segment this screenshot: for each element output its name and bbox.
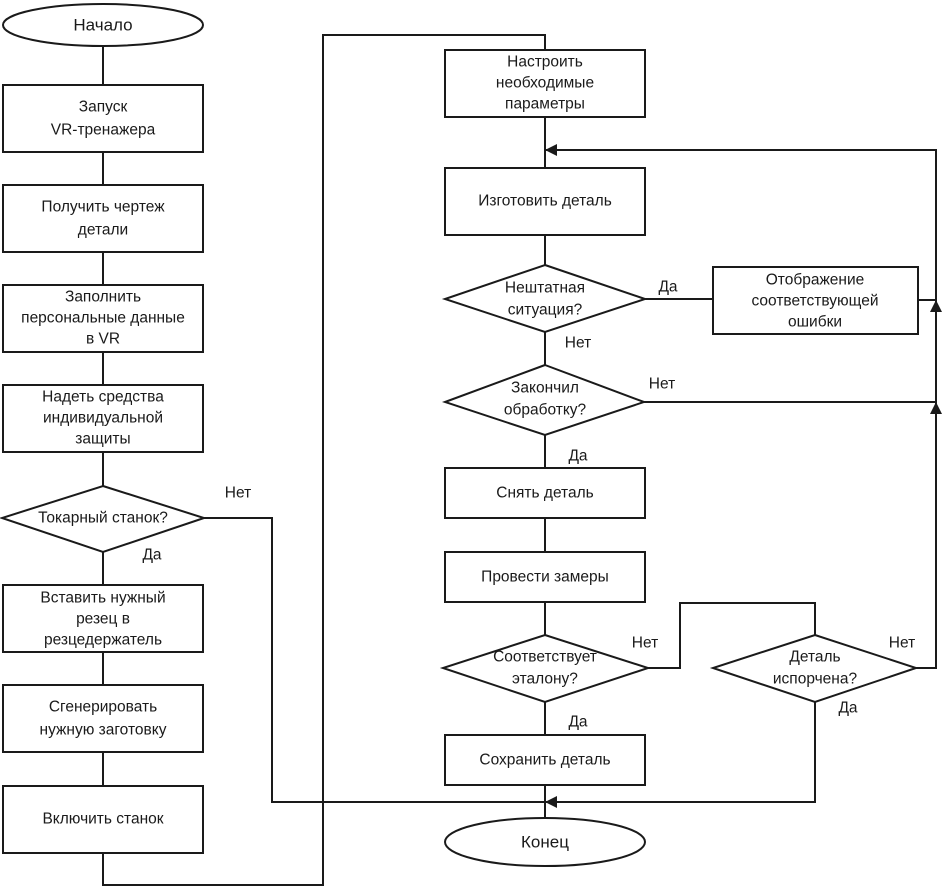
arrow-into-loop-from-error bbox=[930, 300, 942, 312]
cutter-box bbox=[2, 584, 204, 653]
cutter-label-line-3: резцедержатель bbox=[44, 632, 162, 649]
personal-label-line-3: в VR bbox=[86, 331, 120, 348]
error-label-line-3: ошибки bbox=[788, 314, 842, 331]
lathe-decision bbox=[0, 484, 208, 554]
error-box bbox=[712, 266, 919, 335]
drawing-label-line-2: детали bbox=[78, 222, 128, 239]
save-part-box bbox=[444, 734, 646, 786]
launch-label-line-1: Запуск bbox=[79, 99, 128, 116]
personal-box bbox=[2, 284, 204, 353]
lathe-question-label: Токарный станок? bbox=[38, 510, 168, 527]
arrow-into-loop-from-finished bbox=[930, 402, 942, 414]
abnormal-no-label: Нет bbox=[565, 335, 591, 352]
drawing-label-line-1: Получить чертеж bbox=[41, 199, 165, 216]
measure-box bbox=[444, 551, 646, 603]
finished-decision bbox=[441, 363, 648, 437]
arrow-into-make-part bbox=[545, 144, 557, 156]
save-part-label: Сохранить деталь bbox=[479, 752, 610, 769]
blank-label-line-1: Сгенерировать bbox=[49, 699, 157, 716]
damaged-decision bbox=[709, 633, 920, 704]
damaged-yes-label: Да bbox=[838, 700, 857, 717]
damaged-no-label: Нет bbox=[889, 635, 915, 652]
lathe-yes-label: Да bbox=[142, 547, 161, 564]
damaged-label-line-2: испорчена? bbox=[773, 671, 858, 688]
matches-yes-label: Да bbox=[568, 714, 587, 731]
drawing-box bbox=[2, 184, 204, 253]
blank-label-line-2: нужную заготовку bbox=[40, 722, 167, 739]
params-box bbox=[444, 49, 646, 118]
ppe-label-line-1: Надеть средства bbox=[42, 389, 164, 406]
make-part-label: Изготовить деталь bbox=[478, 193, 612, 210]
edge-damaged-yes-to-end bbox=[545, 702, 816, 803]
params-label-line-3: параметры bbox=[505, 96, 585, 113]
edge-matches-no-to-damaged bbox=[648, 602, 816, 669]
ppe-label-line-3: защиты bbox=[75, 431, 130, 448]
matches-label-line-1: Соответствует bbox=[493, 649, 597, 666]
matches-label-line-2: эталону? bbox=[512, 671, 578, 688]
error-label-line-1: Отображение bbox=[766, 272, 865, 289]
finished-label-line-2: обработку? bbox=[504, 402, 587, 419]
matches-no-label: Нет bbox=[632, 635, 658, 652]
cutter-label-line-1: Вставить нужный bbox=[40, 590, 165, 607]
abnormal-yes-label: Да bbox=[658, 279, 677, 296]
edge-machine-to-params bbox=[102, 34, 546, 886]
start-label: Начало bbox=[73, 16, 132, 35]
end-label: Конец bbox=[521, 833, 569, 852]
connectors bbox=[102, 34, 937, 886]
error-label-line-2: соответствующей bbox=[752, 293, 879, 310]
blank-box bbox=[2, 684, 204, 753]
node-labels: Начало Конец Запуск VR-тренажера Получит… bbox=[21, 16, 878, 852]
edge-labels: Нет Да Да Нет Нет Да Нет Да Нет Да bbox=[142, 279, 915, 731]
remove-part-box bbox=[444, 467, 646, 519]
lathe-no-label: Нет bbox=[225, 485, 251, 502]
damaged-label-line-1: Деталь bbox=[789, 649, 840, 666]
finished-yes-label: Да bbox=[568, 448, 587, 465]
arrow-into-end-merge bbox=[545, 796, 557, 808]
params-label-line-1: Настроить bbox=[507, 54, 583, 71]
edge-lathe-no-to-end bbox=[204, 517, 545, 803]
cutter-label-line-2: резец в bbox=[76, 611, 130, 628]
abnormal-decision bbox=[441, 263, 649, 334]
ppe-label-line-2: индивидуальной bbox=[43, 410, 163, 427]
end-terminal bbox=[444, 817, 646, 867]
personal-label-line-2: персональные данные bbox=[21, 310, 185, 327]
arrowheads bbox=[545, 144, 942, 808]
shapes bbox=[0, 3, 920, 867]
personal-label-line-1: Заполнить bbox=[65, 289, 141, 306]
ppe-box bbox=[2, 384, 204, 453]
measure-label: Провести замеры bbox=[481, 569, 609, 586]
remove-part-label: Снять деталь bbox=[496, 485, 593, 502]
start-terminal bbox=[2, 3, 204, 47]
finished-no-label: Нет bbox=[649, 376, 675, 393]
abnormal-label-line-1: Нештатная bbox=[505, 280, 585, 297]
params-label-line-2: необходимые bbox=[496, 75, 594, 92]
abnormal-label-line-2: ситуация? bbox=[508, 302, 583, 319]
machine-on-label: Включить станок bbox=[42, 811, 163, 828]
launch-box bbox=[2, 84, 204, 153]
finished-label-line-1: Закончил bbox=[511, 380, 579, 397]
make-part-box bbox=[444, 167, 646, 236]
matches-decision bbox=[439, 633, 652, 704]
machine-on-box bbox=[2, 785, 204, 854]
launch-label-line-2: VR-тренажера bbox=[51, 122, 156, 139]
